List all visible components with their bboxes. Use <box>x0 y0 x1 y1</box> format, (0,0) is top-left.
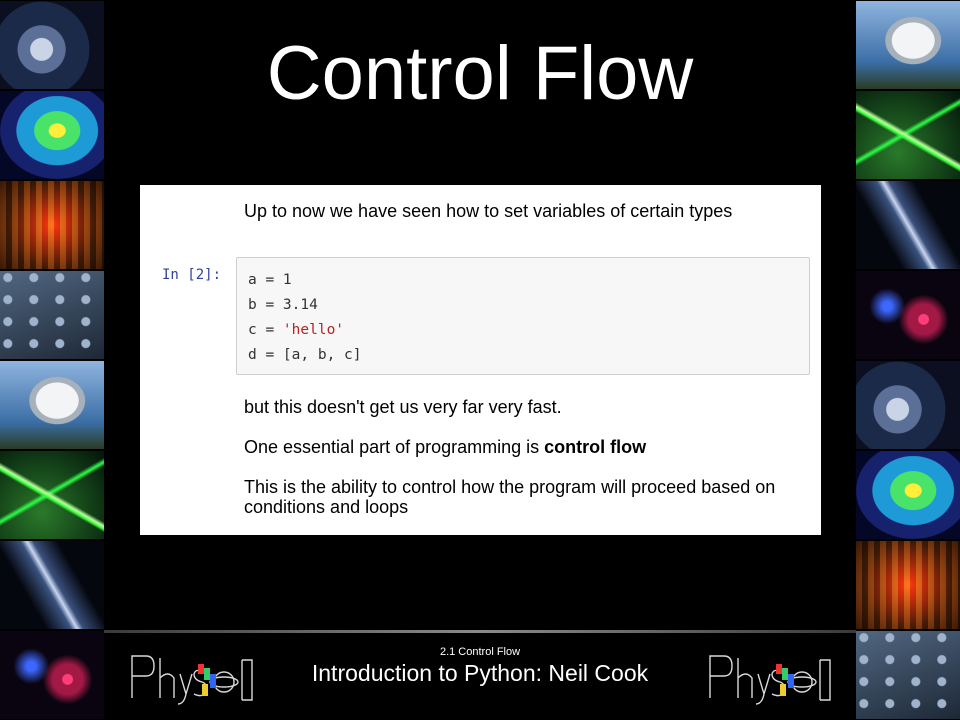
brain-scan-photo <box>0 91 104 179</box>
intro-text: Up to now we have seen how to set variab… <box>244 201 733 221</box>
cell-prompt: In [2]: <box>162 267 222 283</box>
lhc-photo <box>856 361 960 449</box>
physoc-logo-icon <box>709 655 831 705</box>
code-string: 'hello' <box>282 322 345 338</box>
graphene-photo <box>856 631 960 719</box>
reactor-photo <box>856 541 960 629</box>
milky-way-photo <box>856 181 960 269</box>
code-line: b = 3.14 <box>248 297 318 313</box>
code-text: c = <box>248 322 283 338</box>
code-line: c = 'hello' <box>248 318 809 343</box>
footer-title: Introduction to Python: Neil Cook <box>311 660 649 686</box>
physoc-logo-icon <box>131 655 253 705</box>
essential-bold: control flow <box>544 437 647 457</box>
laser-photo <box>0 451 104 539</box>
text-after: but this doesn't get us very far very fa… <box>244 397 562 417</box>
lhc-photo <box>0 1 104 89</box>
left-image-strip <box>0 0 104 720</box>
slide-title: Control Flow <box>266 31 694 116</box>
code-cell[interactable]: a = 1 b = 3.14 c = 'hello' d = [a, b, c] <box>236 257 810 375</box>
essential-text: One essential part of programming is con… <box>244 437 646 457</box>
milky-way-photo <box>0 541 104 629</box>
nebula-photo <box>856 271 960 359</box>
nebula-photo <box>0 631 104 719</box>
footer-subtitle: 2.1 Control Flow <box>439 646 521 658</box>
footer-bar: 2.1 Control Flow Introduction to Python:… <box>104 630 856 720</box>
essential-prefix: One essential part of programming is <box>244 437 545 457</box>
radio-dish-photo <box>856 1 960 89</box>
ability-text: This is the ability to control how the p… <box>244 477 776 517</box>
right-image-strip <box>856 0 960 720</box>
radio-dish-photo <box>0 361 104 449</box>
code-line: a = 1 <box>248 272 292 288</box>
notebook-panel: Up to now we have seen how to set variab… <box>140 185 821 535</box>
code-line: d = [a, b, c] <box>248 347 362 363</box>
footer-divider <box>104 630 856 633</box>
brain-scan-photo <box>856 451 960 539</box>
reactor-photo <box>0 181 104 269</box>
graphene-photo <box>0 271 104 359</box>
laser-photo <box>856 91 960 179</box>
